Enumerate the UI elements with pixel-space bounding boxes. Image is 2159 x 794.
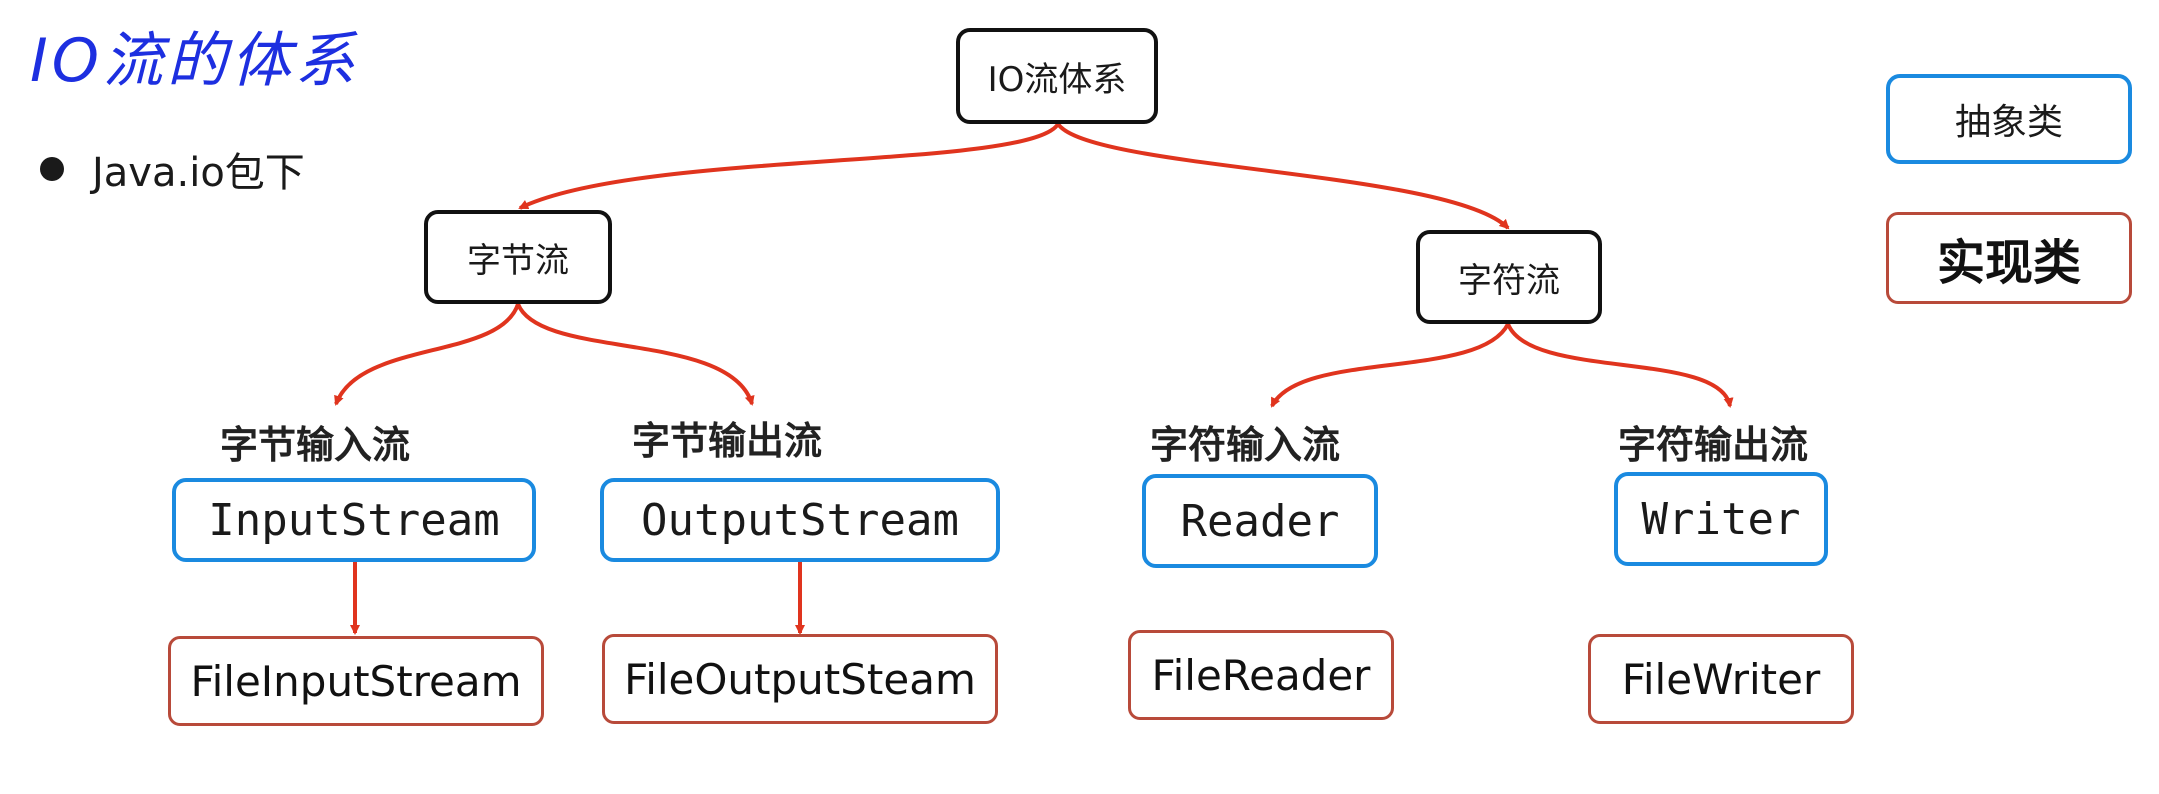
byte-output-label: 字节输出流 [632, 419, 823, 463]
filewriter-node: FileWriter [1588, 634, 1854, 724]
filereader-node: FileReader [1128, 630, 1394, 720]
outputstream-node: OutputStream [600, 478, 1000, 562]
root-node: IO流体系 [956, 28, 1158, 124]
page-title: IO流的体系 [30, 26, 359, 96]
edge-root-to-byte-stream [518, 122, 1060, 210]
bullet-item: Java.io包下 [40, 140, 305, 198]
writer-node: Writer [1614, 472, 1828, 566]
edge-char-to-output [1506, 323, 1734, 408]
char-input-label: 字符输入流 [1150, 423, 1341, 467]
edge-root-to-char-stream [1056, 122, 1510, 230]
legend-abstract-class: 抽象类 [1886, 74, 2132, 164]
fileinputstream-node: FileInputStream [168, 636, 544, 726]
byte-stream-node: 字节流 [424, 210, 612, 304]
char-stream-node: 字符流 [1416, 230, 1602, 324]
edge-byte-to-output [516, 303, 755, 406]
legend-impl-class: 实现类 [1886, 212, 2132, 304]
inputstream-node: InputStream [172, 478, 536, 562]
char-output-label: 字符输出流 [1618, 423, 1809, 467]
edge-byte-to-input [334, 303, 520, 406]
fileoutputsteam-node: FileOutputSteam [602, 634, 998, 724]
reader-node: Reader [1142, 474, 1378, 568]
bullet-text: Java.io包下 [92, 150, 305, 196]
edge-char-to-input [1270, 323, 1510, 408]
byte-input-label: 字节输入流 [220, 423, 411, 467]
bullet-dot-icon [40, 157, 64, 181]
